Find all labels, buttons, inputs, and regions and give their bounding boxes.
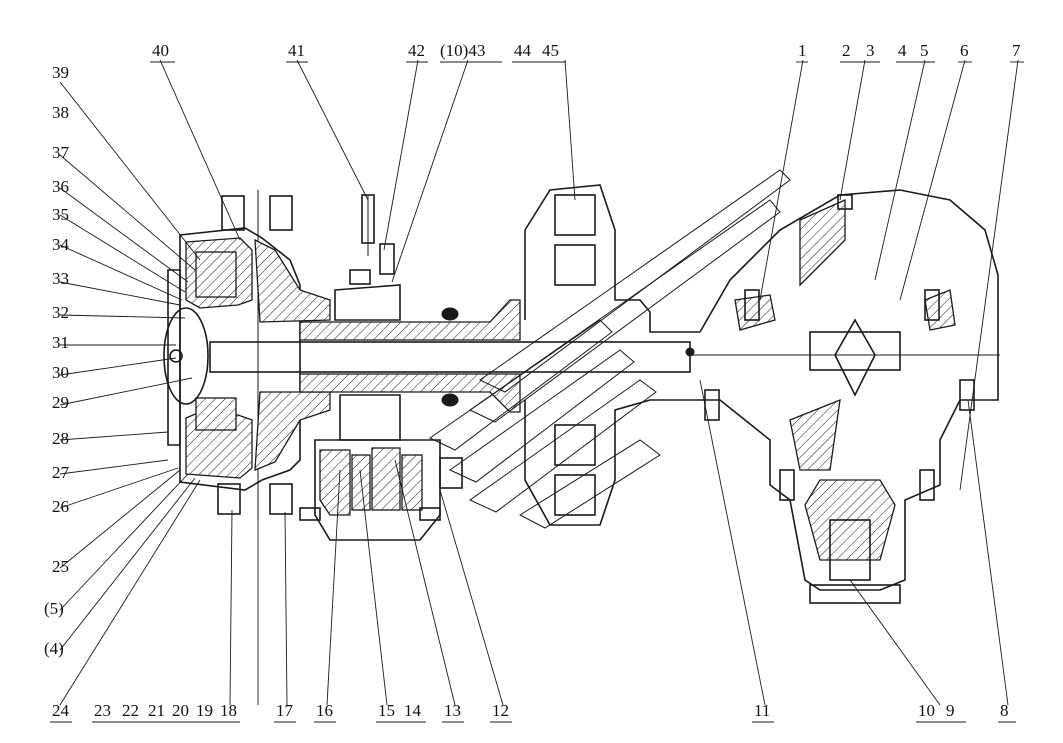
label-underlines xyxy=(50,61,1024,723)
callout-15: 15 xyxy=(378,701,395,720)
callout-27: 27 xyxy=(52,463,70,482)
callout-10-43: (10)43 xyxy=(440,41,485,60)
callout-4-paren: (4) xyxy=(44,639,64,658)
wheel-stud-bottom xyxy=(217,483,241,515)
callout-37: 37 xyxy=(52,143,70,162)
callout-30: 30 xyxy=(52,363,69,382)
callout-28: 28 xyxy=(52,429,69,448)
callout-13: 13 xyxy=(444,701,461,720)
callout-9: 9 xyxy=(946,701,955,720)
callout-2: 2 xyxy=(842,41,851,60)
callout-23: 23 xyxy=(94,701,111,720)
callout-1: 1 xyxy=(798,41,807,60)
callout-11: 11 xyxy=(754,701,770,720)
callout-35: 35 xyxy=(52,205,69,224)
callout-29: 29 xyxy=(52,393,69,412)
callout-24: 24 xyxy=(52,701,70,720)
callout-41: 41 xyxy=(288,41,305,60)
half-shaft xyxy=(209,341,691,373)
outer-bearing xyxy=(195,251,237,298)
wheel-stud-top xyxy=(221,195,245,231)
leader-lines xyxy=(59,59,1019,706)
callout-7: 7 xyxy=(1012,41,1021,60)
callout-42: 42 xyxy=(408,41,425,60)
callout-10: 10 xyxy=(918,701,935,720)
callout-44: 44 xyxy=(514,41,532,60)
callout-18: 18 xyxy=(220,701,237,720)
callout-8: 8 xyxy=(1000,701,1009,720)
callout-32: 32 xyxy=(52,303,69,322)
wheel-hub xyxy=(163,190,331,520)
callout-25: 25 xyxy=(52,557,69,576)
differential-housing xyxy=(685,189,1000,604)
callout-5-paren: (5) xyxy=(44,599,64,618)
callout-12: 12 xyxy=(492,701,509,720)
callout-6: 6 xyxy=(960,41,969,60)
logo-watermark xyxy=(429,169,791,529)
callout-21: 21 xyxy=(148,701,165,720)
callout-14: 14 xyxy=(404,701,422,720)
callout-16: 16 xyxy=(316,701,333,720)
callout-38: 38 xyxy=(52,103,69,122)
callout-17: 17 xyxy=(276,701,294,720)
callout-5: 5 xyxy=(920,41,929,60)
callout-40: 40 xyxy=(152,41,169,60)
callout-31: 31 xyxy=(52,333,69,352)
cross-shaft xyxy=(809,331,901,371)
callout-45: 45 xyxy=(542,41,559,60)
callout-19: 19 xyxy=(196,701,213,720)
inner-bearing xyxy=(195,397,237,431)
callout-20: 20 xyxy=(172,701,189,720)
callout-26: 26 xyxy=(52,497,69,516)
callout-22: 22 xyxy=(122,701,139,720)
callout-36: 36 xyxy=(52,177,69,196)
callouts: 40 41 42 (10)43 44 45 1 2 3 4 5 6 7 39 3… xyxy=(44,41,1021,720)
callout-34: 34 xyxy=(52,235,70,254)
callout-33: 33 xyxy=(52,269,69,288)
callout-39: 39 xyxy=(52,63,69,82)
brake-assembly xyxy=(299,439,463,541)
hub-cap xyxy=(163,307,209,405)
callout-3: 3 xyxy=(866,41,875,60)
callout-4: 4 xyxy=(898,41,907,60)
bevel-gear xyxy=(834,318,876,397)
